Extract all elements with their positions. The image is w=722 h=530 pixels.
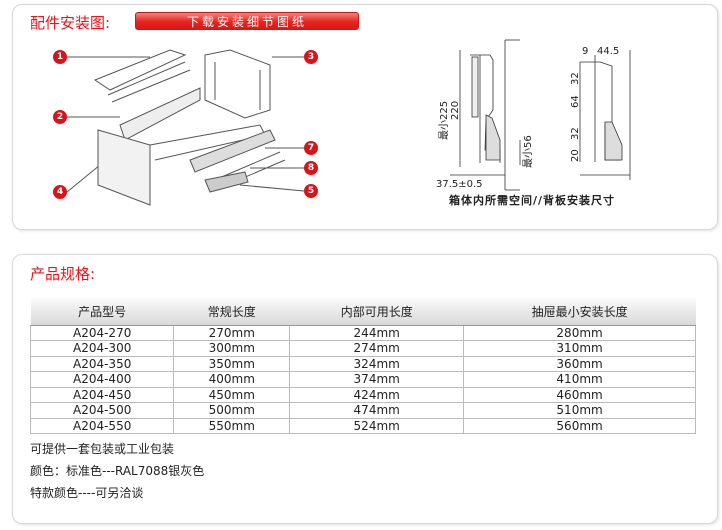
diagram-caption: 箱体内所需空间//背板安装尺寸: [449, 194, 616, 207]
table-cell: 374mm: [289, 371, 465, 388]
table-cell: 400mm: [173, 371, 291, 388]
callout-8: 8: [304, 161, 318, 175]
spec-title: 产品规格:: [30, 265, 96, 283]
dim-44-5: 44.5: [597, 46, 619, 57]
table-cell: 350mm: [173, 355, 291, 372]
dim-32a: 32: [570, 72, 581, 85]
table-header-row: 产品型号 常规长度 内部可用长度 抽屉最小安装长度: [30, 298, 696, 326]
dim-9: 9: [582, 46, 588, 57]
table-cell: A204-270: [29, 324, 175, 341]
table-cell: 450mm: [173, 386, 291, 403]
dim-64: 64: [570, 95, 581, 108]
table-cell: A204-350: [29, 355, 175, 372]
table-cell: 500mm: [173, 402, 291, 419]
table-cell: 410mm: [463, 371, 696, 388]
header-standard-length: 常规长度: [173, 298, 290, 326]
callout-7: 7: [304, 141, 318, 155]
header-model: 产品型号: [30, 298, 174, 326]
installation-title: 配件安装图:: [30, 14, 111, 32]
table-cell: 510mm: [463, 402, 696, 419]
download-drawings-button[interactable]: 下载安装细节图纸: [135, 12, 359, 30]
dim-32b: 32: [570, 127, 581, 140]
dim-min225: 最小225: [438, 101, 450, 140]
table-cell: 324mm: [289, 355, 465, 372]
dim-20: 20: [570, 149, 581, 162]
exploded-drawer-diagram: 最小225 220 最小56 37.5±0.5 9 44.5 32 64 32 …: [66, 39, 631, 206]
table-cell: A204-450: [29, 386, 175, 403]
header-inner-length: 内部可用长度: [289, 298, 464, 326]
table-cell: 360mm: [463, 355, 696, 372]
callout-4: 4: [53, 185, 67, 199]
dim-220: 220: [450, 101, 461, 120]
note-custom-color: 特款颜色----可另洽谈: [30, 486, 144, 500]
dim-min56: 最小56: [522, 135, 534, 168]
table-cell: 280mm: [463, 324, 696, 341]
table-cell: A204-500: [29, 402, 175, 419]
table-cell: 550mm: [173, 417, 291, 434]
callout-3: 3: [304, 50, 318, 64]
callout-2: 2: [53, 110, 67, 124]
dim-37-5: 37.5±0.5: [436, 179, 483, 190]
table-cell: 270mm: [173, 324, 291, 341]
callout-5: 5: [304, 184, 318, 198]
table-cell: A204-550: [29, 417, 175, 434]
header-min-install-length: 抽屉最小安装长度: [463, 298, 696, 326]
note-color: 颜色：标准色---RAL7088银灰色: [30, 464, 205, 478]
table-cell: 560mm: [463, 417, 696, 434]
callout-1: 1: [53, 50, 67, 64]
note-packaging: 可提供一套包装或工业包装: [30, 442, 175, 456]
table-cell: 274mm: [289, 340, 465, 357]
table-cell: 244mm: [289, 324, 465, 341]
table-cell: 310mm: [463, 340, 696, 357]
table-cell: 474mm: [289, 402, 465, 419]
table-cell: 524mm: [289, 417, 465, 434]
table-cell: 424mm: [289, 386, 465, 403]
table-cell: A204-400: [29, 371, 175, 388]
table-cell: 460mm: [463, 386, 696, 403]
table-cell: A204-300: [29, 340, 175, 357]
table-cell: 300mm: [173, 340, 291, 357]
